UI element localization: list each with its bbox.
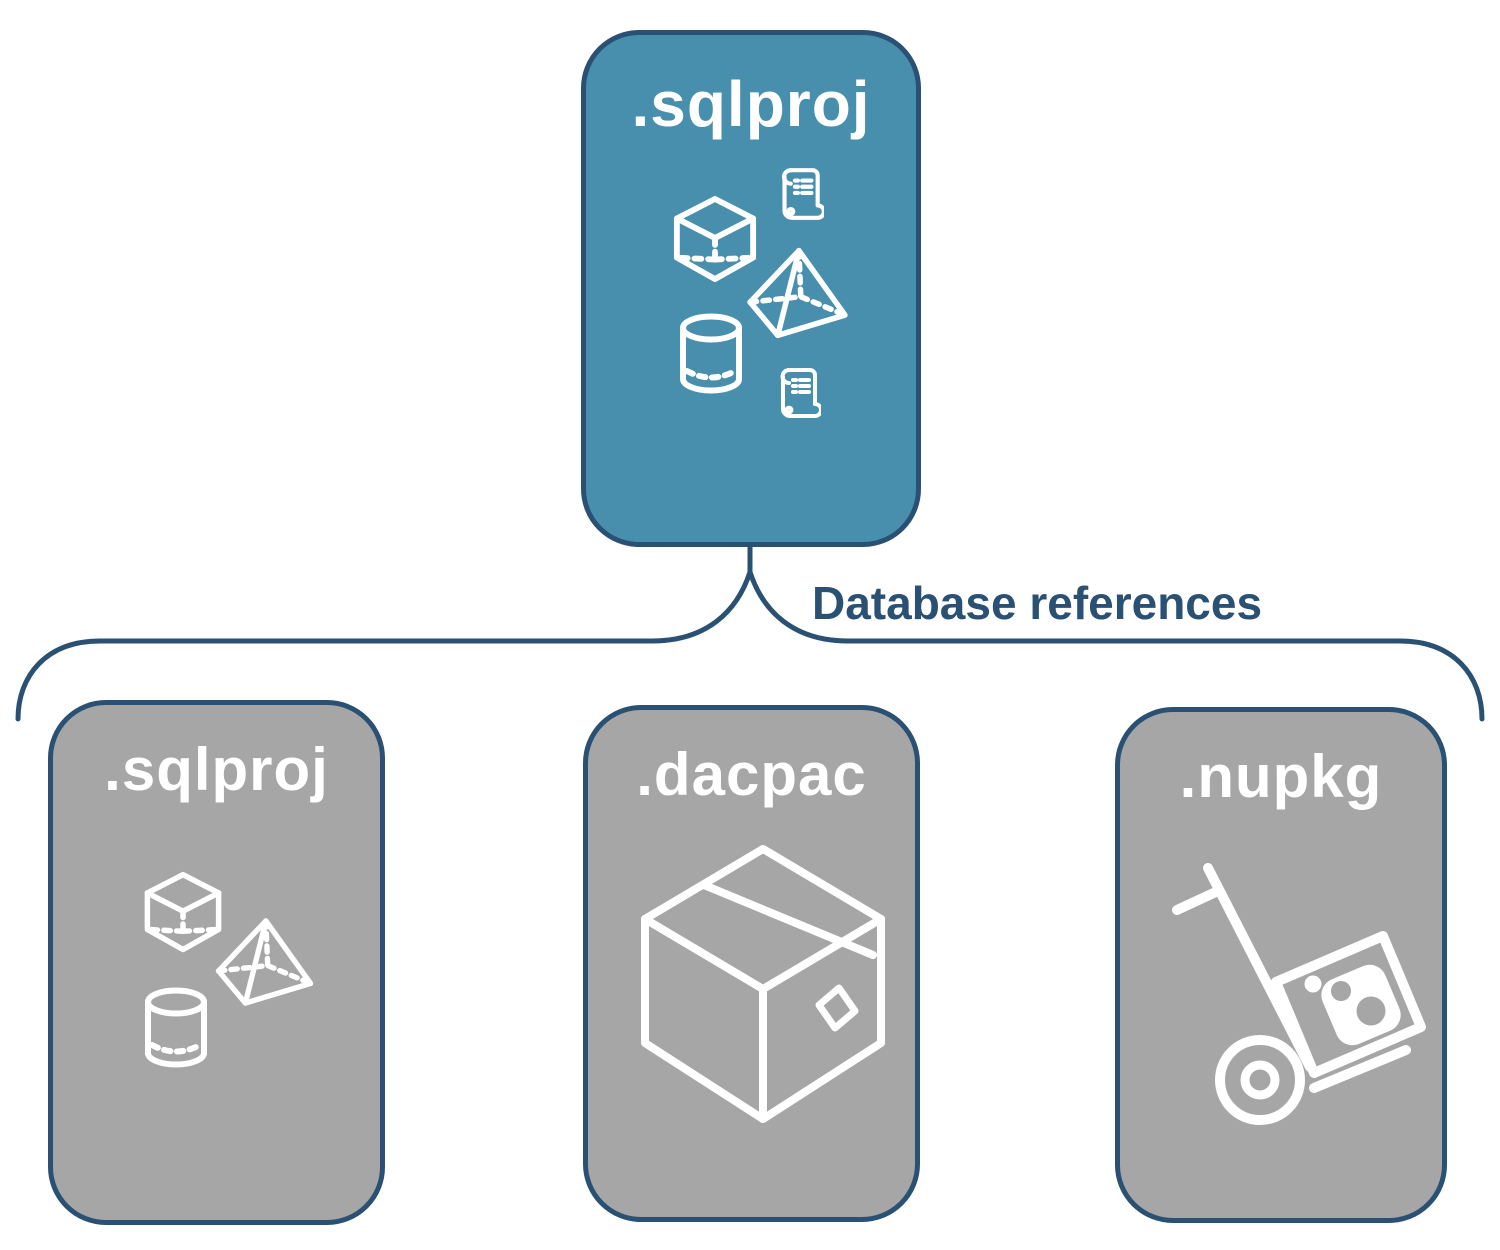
- connector-brace-path: [15, 563, 1485, 722]
- child-card-sqlproj: .sqlproj: [48, 700, 385, 1225]
- root-card-sqlproj: .sqlproj: [581, 30, 921, 547]
- script-icon: [780, 368, 821, 418]
- cylinder-icon: [680, 313, 742, 394]
- script-icon: [781, 168, 824, 220]
- package-icon: [641, 845, 885, 1123]
- child-card-nupkg: .nupkg: [1115, 707, 1447, 1223]
- pyramid-icon: [747, 247, 848, 339]
- card-title: .dacpac: [636, 741, 867, 808]
- cube-icon: [144, 871, 222, 953]
- pyramid-icon: [215, 918, 314, 1006]
- child-card-dacpac: .dacpac: [583, 705, 920, 1222]
- card-title: .sqlproj: [104, 736, 329, 803]
- card-title: .nupkg: [1179, 743, 1383, 810]
- cylinder-icon: [145, 987, 207, 1068]
- nuget-handtruck-icon: [1172, 863, 1426, 1125]
- card-title: .sqlproj: [631, 68, 871, 140]
- connector-label: Database references: [812, 577, 1263, 629]
- cube-icon: [673, 195, 757, 283]
